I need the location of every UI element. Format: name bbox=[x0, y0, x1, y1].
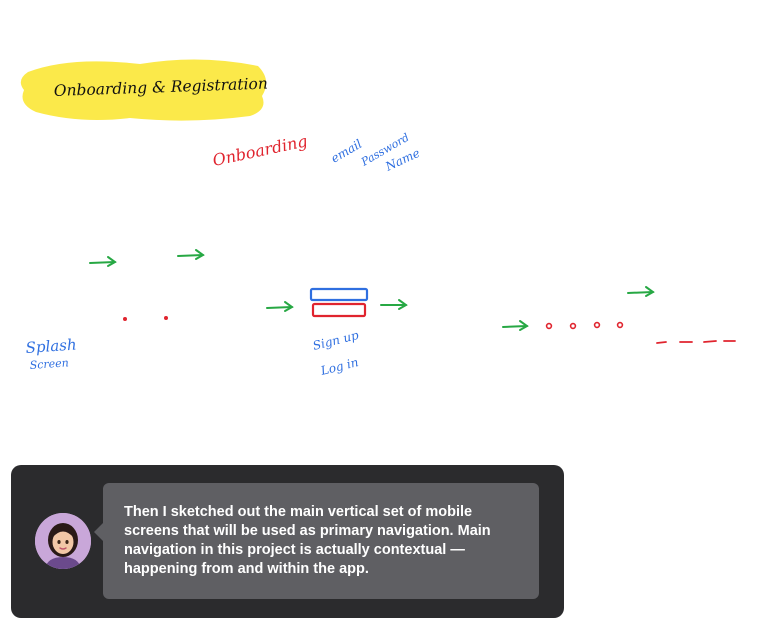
signup-button-sketch bbox=[309, 287, 369, 302]
onboarding-dot bbox=[164, 316, 168, 320]
dash-line bbox=[656, 340, 736, 344]
note-onboarding: Onboarding bbox=[211, 131, 309, 170]
arrow-icon bbox=[380, 299, 408, 310]
arrow-icon bbox=[502, 320, 529, 331]
login-button-sketch bbox=[311, 302, 367, 318]
note-email: email bbox=[329, 137, 365, 166]
carousel-dot bbox=[545, 322, 553, 330]
carousel-dot bbox=[593, 321, 601, 329]
arrow-icon bbox=[177, 249, 205, 260]
narration-caption: Then I sketched out the main vertical se… bbox=[124, 504, 491, 577]
title-highlight bbox=[20, 59, 267, 121]
arrow-icon bbox=[627, 286, 655, 297]
note-login: Log in bbox=[318, 355, 359, 378]
arrow-icon bbox=[266, 301, 294, 312]
onboarding-dot bbox=[123, 317, 127, 321]
carousel-dot bbox=[616, 321, 624, 329]
carousel-dot bbox=[569, 322, 577, 330]
arrow-icon bbox=[89, 256, 117, 267]
note-signup: Sign up bbox=[311, 328, 360, 353]
narration-panel: Then I sketched out the main vertical se… bbox=[11, 465, 564, 618]
note-screen: Screen bbox=[29, 356, 69, 372]
note-splash: Splash bbox=[25, 335, 77, 357]
avatar-icon bbox=[35, 513, 91, 569]
narration-bubble: Then I sketched out the main vertical se… bbox=[94, 483, 539, 599]
